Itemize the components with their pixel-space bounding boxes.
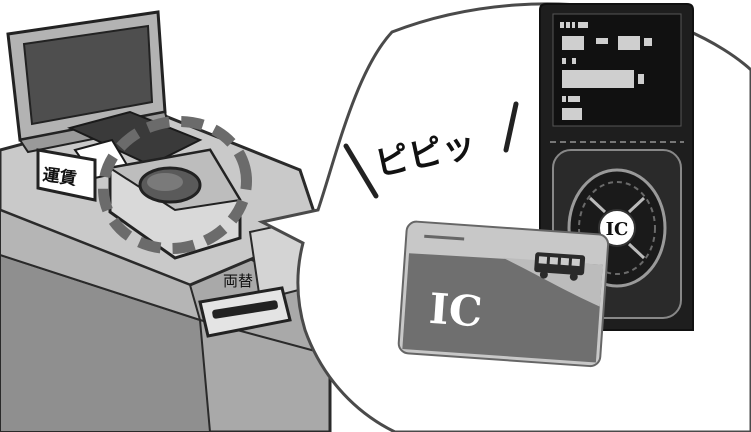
reader-ic-logo: IC — [606, 219, 629, 240]
card-ic-logo: IC — [428, 284, 484, 337]
exchange-label: 両替 — [223, 272, 253, 290]
ic-card: IC — [398, 221, 609, 367]
